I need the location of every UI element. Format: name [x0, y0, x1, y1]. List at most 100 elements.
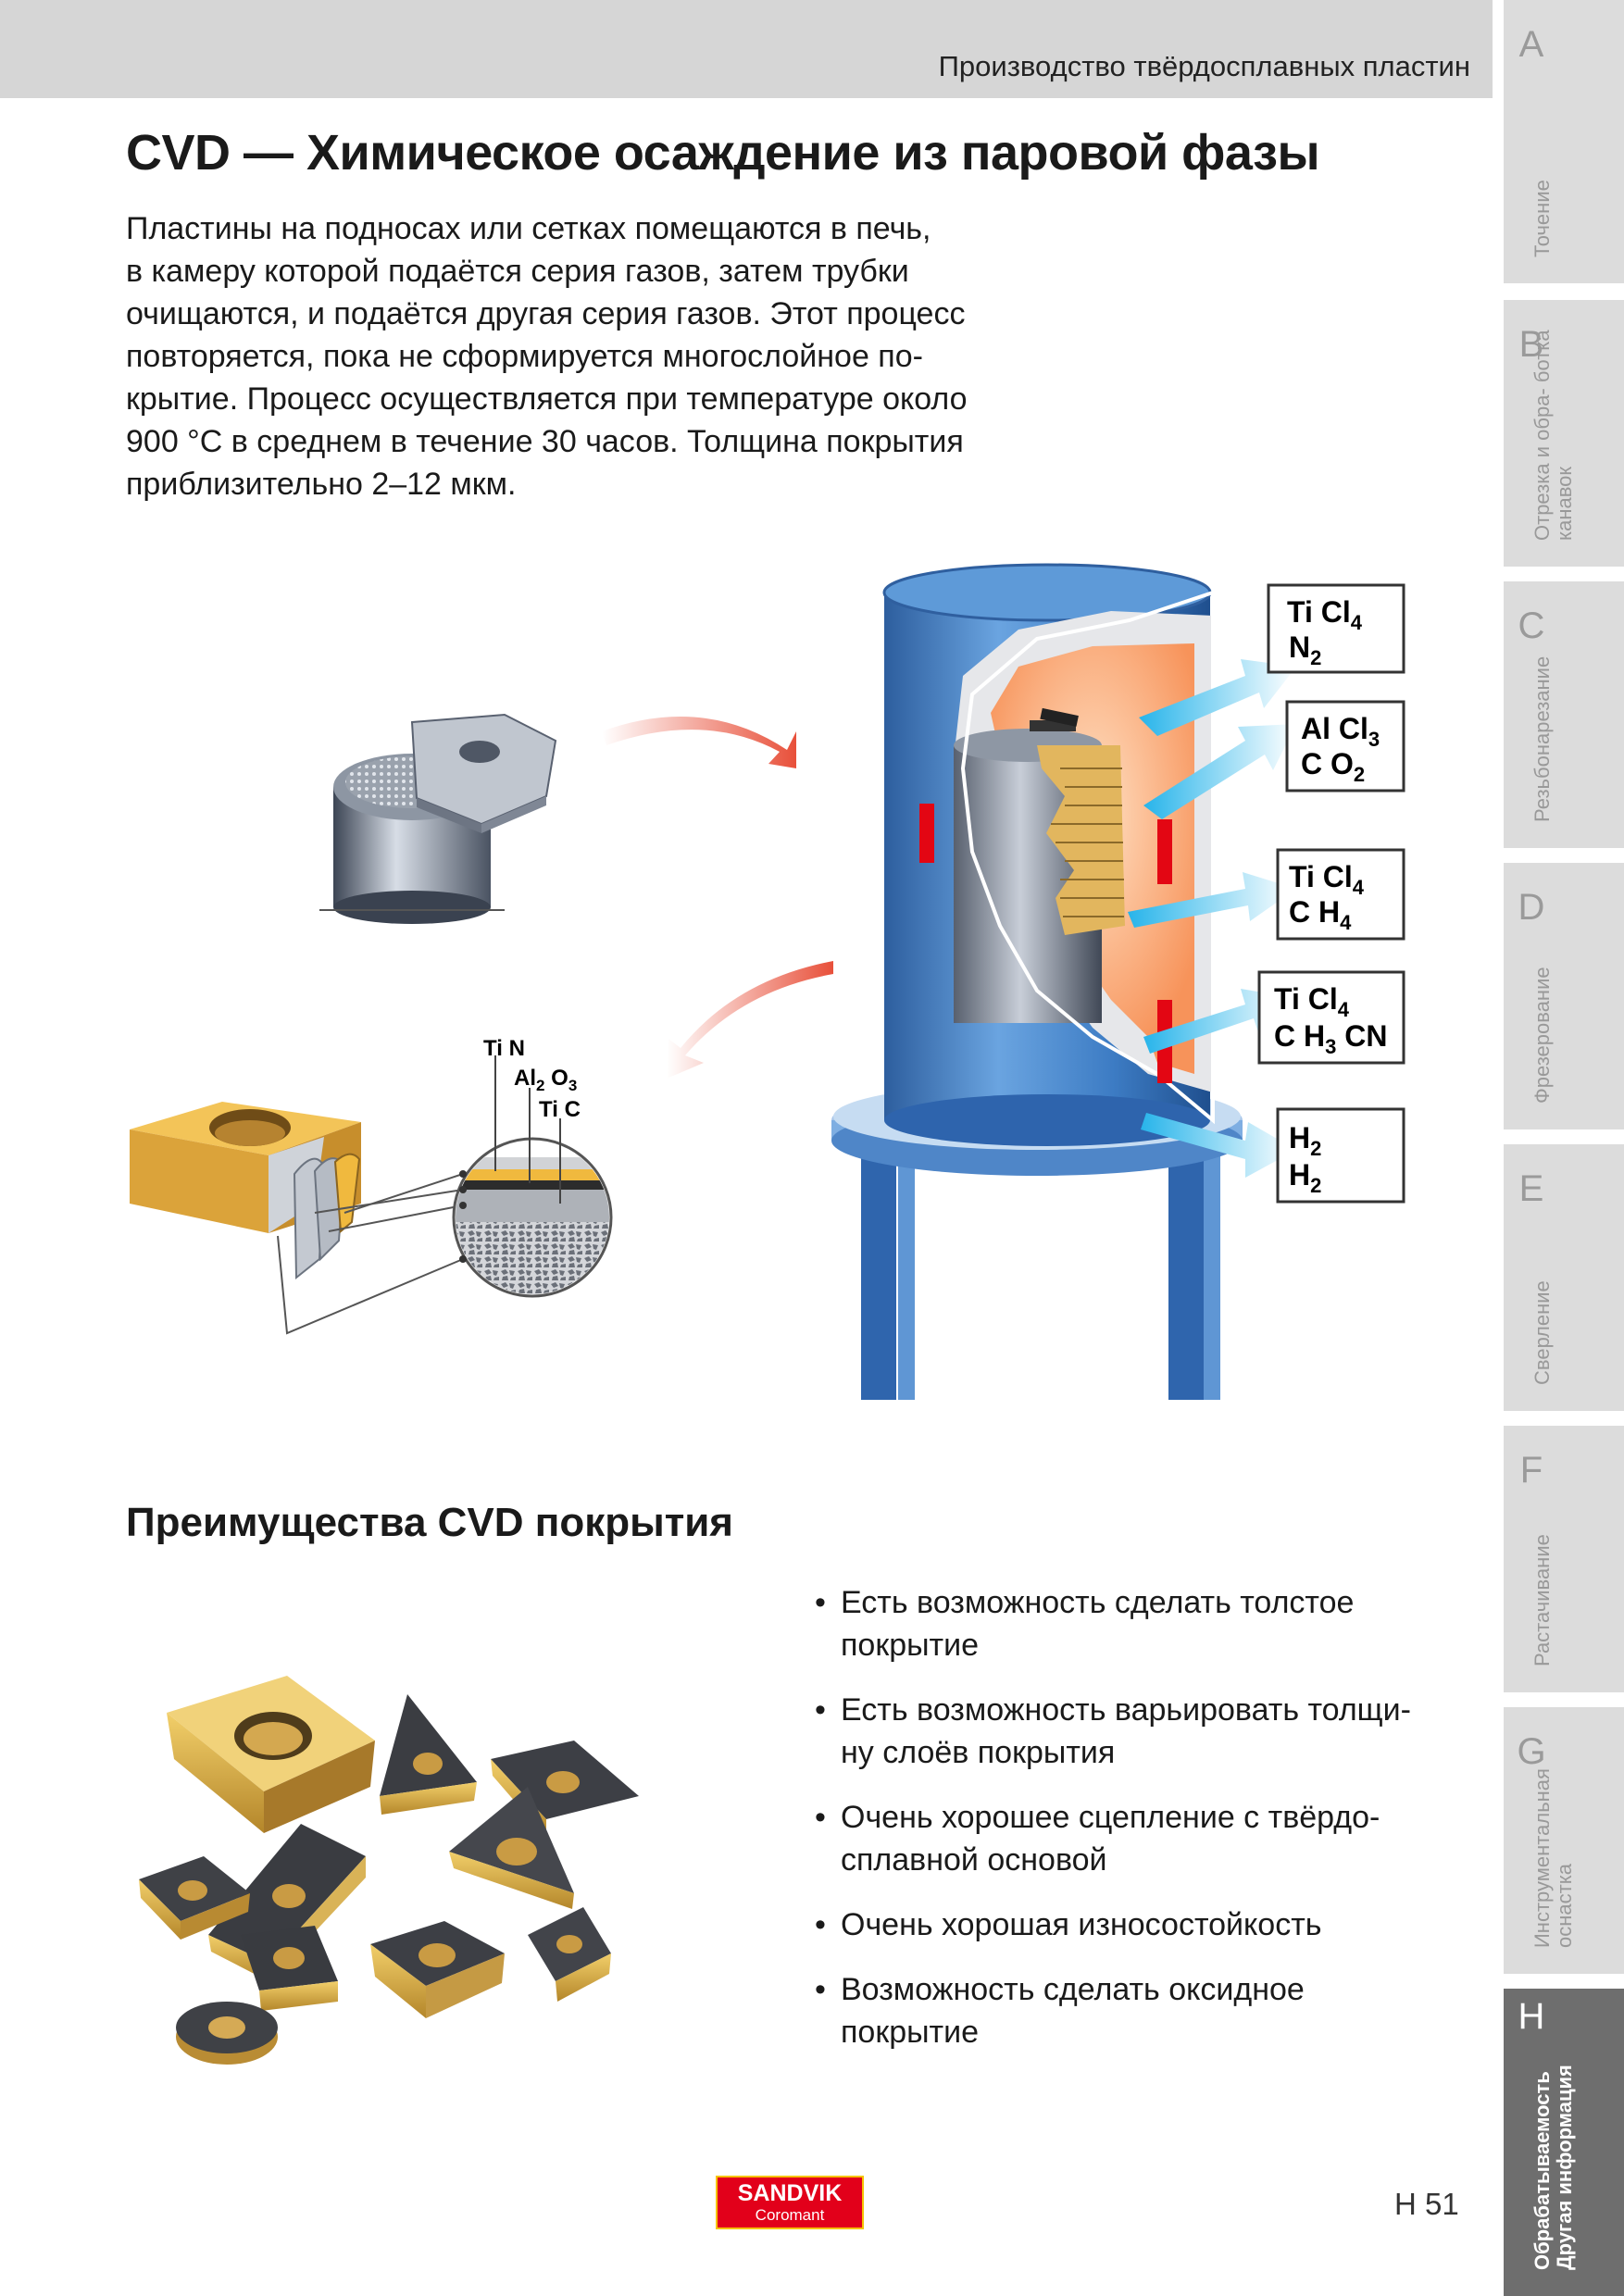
- tab-letter: D: [1518, 887, 1545, 928]
- cvd-furnace: [831, 563, 1243, 1400]
- gas-label-4: Ti Cl4 C H3 CN: [1257, 970, 1405, 1065]
- layer-label-tin: Ti N: [483, 1036, 525, 1061]
- insert-round: [176, 2002, 278, 2065]
- chapter-sidebar: A Точение B Отрезка и обра- ботка канаво…: [1504, 0, 1624, 2296]
- intro-line: в камеру которой подаётся серия газов, з…: [126, 254, 909, 289]
- tab-e[interactable]: E Сверление: [1504, 1144, 1624, 1411]
- cvd-diagram: Ti Cl4 N2 Al Cl3 C O2 Ti Cl4 C H4 Ti Cl4…: [130, 563, 1405, 1400]
- gas-label-3: Ti Cl4 C H4: [1276, 848, 1405, 941]
- tab-label: Инструментальная оснастка: [1530, 1768, 1576, 1948]
- tab-letter: A: [1518, 24, 1544, 65]
- tab-label: Резьбонарезание: [1530, 655, 1554, 822]
- gas-formula: H: [1289, 1121, 1310, 1154]
- gas-formula: C H: [1289, 895, 1340, 929]
- layer-subscript: 2: [536, 1077, 544, 1094]
- tab-label: Фрезерование: [1530, 967, 1554, 1104]
- section-title: Производство твёрдосплавных пластин: [938, 50, 1470, 82]
- insert-triangle: [380, 1694, 477, 1815]
- advantage-line: Возможность сделать оксидное: [841, 1972, 1305, 2007]
- tab-letter: F: [1519, 1450, 1543, 1491]
- tab-b[interactable]: B Отрезка и обра- ботка канавок: [1504, 300, 1624, 567]
- page-number: H 51: [1394, 2187, 1459, 2221]
- logo-brand: SANDVIK: [737, 2180, 843, 2206]
- gas-subscript: 2: [1310, 1174, 1321, 1197]
- intro-line: приблизительно 2–12 мкм.: [126, 467, 517, 502]
- tab-g[interactable]: G Инструментальная оснастка: [1504, 1707, 1624, 1974]
- arrow-to-furnace: [602, 717, 796, 768]
- gas-label-5: H2 H2: [1276, 1107, 1405, 1204]
- gas-formula: C H: [1274, 1019, 1325, 1053]
- gas-label-1: Ti Cl4 N2: [1267, 583, 1405, 674]
- svg-text:Al Cl3: Al Cl3: [1301, 712, 1380, 751]
- tab-d[interactable]: D Фрезерование: [1504, 863, 1624, 1129]
- svg-text:C O2: C O2: [1301, 747, 1365, 786]
- advantage-line: ну слоёв покрытия: [841, 1735, 1116, 1770]
- advantage-item: Очень хорошее сцепление с твёрдо- сплавн…: [815, 1796, 1481, 1881]
- layer-formula: O: [544, 1066, 568, 1091]
- tab-letter: B: [1518, 324, 1544, 365]
- advantages-list: Есть возможность сделать толстое покрыти…: [815, 1581, 1481, 2076]
- svg-text:H2: H2: [1289, 1158, 1321, 1197]
- gas-formula: CN: [1336, 1019, 1387, 1053]
- advantage-item: Очень хорошая износостойкость: [815, 1903, 1481, 1946]
- svg-text:Ti Cl4: Ti Cl4: [1289, 860, 1365, 899]
- tab-letter: G: [1517, 1731, 1546, 1772]
- layer-subscript: 3: [568, 1077, 577, 1094]
- gas-subscript: 4: [1340, 911, 1352, 934]
- svg-text:Al2 O3: Al2 O3: [514, 1066, 577, 1094]
- layer-formula: Al: [514, 1066, 536, 1091]
- gas-formula: Al Cl: [1301, 712, 1368, 745]
- intro-line: повторяется, пока не сформируется многос…: [126, 339, 923, 374]
- insert-holder-illustration: [319, 713, 557, 924]
- tab-label: Отрезка и обра- ботка канавок: [1530, 330, 1576, 541]
- gas-formula: C O: [1301, 747, 1354, 780]
- insert-square-large: [370, 1921, 505, 2018]
- advantage-line: Есть возможность сделать толстое: [841, 1585, 1355, 1620]
- gas-label-2: Al Cl3 C O2: [1285, 700, 1405, 792]
- gas-formula: Ti Cl: [1274, 982, 1338, 1016]
- advantage-line: покрытие: [841, 1628, 980, 1663]
- tab-c[interactable]: C Резьбонарезание: [1504, 581, 1624, 848]
- tab-f[interactable]: F Растачивание: [1504, 1426, 1624, 1692]
- tab-label: Сверление: [1530, 1280, 1554, 1385]
- advantage-line: Есть возможность варьировать толщи-: [841, 1692, 1411, 1728]
- tab-letter: C: [1518, 605, 1545, 646]
- intro-line: крытие. Процесс осуществляется при темпе…: [126, 381, 968, 417]
- gas-subscript: 4: [1351, 611, 1363, 634]
- gas-subscript: 2: [1310, 1137, 1321, 1160]
- svg-text:Ti Cl4: Ti Cl4: [1274, 982, 1350, 1021]
- advantages-heading: Преимущества CVD покрытия: [126, 1500, 733, 1545]
- advantage-line: покрытие: [841, 2015, 980, 2050]
- gas-subscript: 4: [1353, 876, 1365, 899]
- insert-square-small: [139, 1856, 250, 1940]
- coated-insert-illustration: Ti N Al2 O3 Ti C: [130, 1036, 613, 1335]
- logo-subbrand: Coromant: [755, 2206, 825, 2224]
- sandvik-coromant-logo: SANDVIK Coromant: [716, 2176, 864, 2229]
- svg-text:Ti Cl4: Ti Cl4: [1287, 595, 1363, 634]
- tab-label: Точение: [1530, 180, 1554, 257]
- header-bar: Производство твёрдосплавных пластин: [0, 0, 1493, 98]
- advantage-item: Есть возможность сделать толстое покрыти…: [815, 1581, 1481, 1666]
- intro-line: очищаются, и подаётся другая серия газов…: [126, 296, 966, 331]
- tab-a[interactable]: A Точение: [1504, 0, 1624, 283]
- svg-text:C H4: C H4: [1289, 895, 1352, 934]
- advantage-line: сплавной основой: [841, 1842, 1107, 1878]
- gas-formula: Ti Cl: [1289, 860, 1353, 893]
- tab-h[interactable]: H Обрабатываемость Другая информация: [1504, 1989, 1624, 2296]
- gas-formula: Ti Cl: [1287, 595, 1351, 629]
- intro-line: Пластины на подносах или сетках помещают…: [126, 211, 931, 246]
- insert-diamond-small: [528, 1907, 611, 2002]
- gas-subscript: 2: [1310, 646, 1321, 669]
- advantage-item: Возможность сделать оксидное покрытие: [815, 1968, 1481, 2053]
- inserts-photo: 4235: [139, 1676, 639, 2065]
- tab-letter: H: [1518, 1996, 1545, 2037]
- insert-square-center: [241, 1926, 338, 2011]
- page-title: CVD — Химическое осаждение из паровой фа…: [126, 125, 1320, 181]
- insert-trigon: [449, 1787, 574, 1909]
- svg-text:N2: N2: [1289, 630, 1321, 669]
- advantage-line: Очень хорошее сцепление с твёрдо-: [841, 1800, 1380, 1835]
- svg-text:C H3 CN: C H3 CN: [1274, 1019, 1387, 1058]
- tab-letter: E: [1518, 1168, 1544, 1209]
- gas-subscript: 2: [1354, 763, 1365, 786]
- tab-label: Обрабатываемость Другая информация: [1530, 2065, 1576, 2270]
